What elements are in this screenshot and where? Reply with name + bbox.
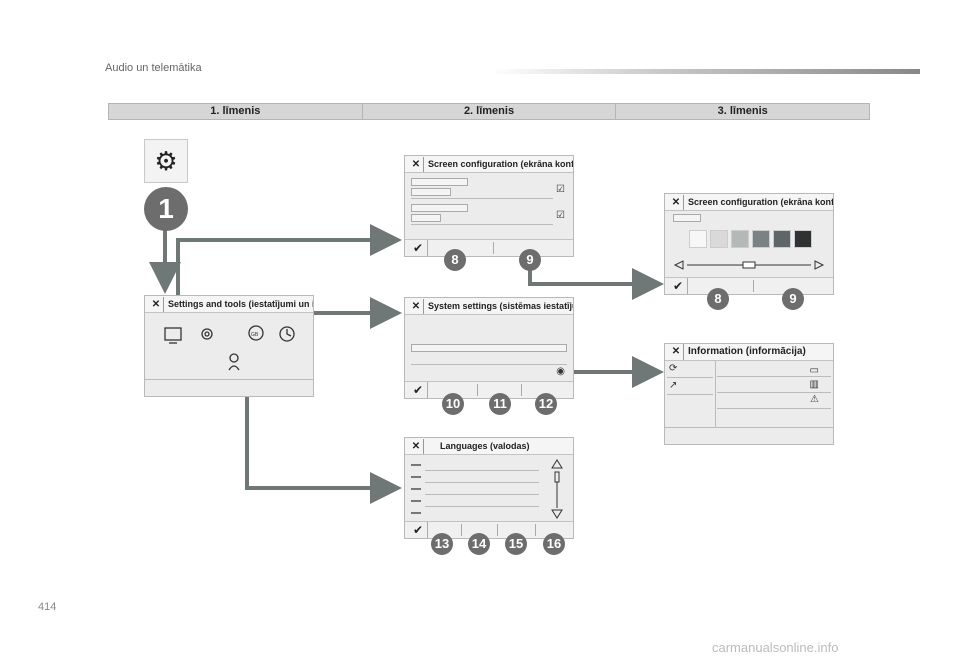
- callout-10: 10: [442, 393, 464, 415]
- system-settings-screen: ✕System settings (sistēmas iestatījumi) …: [404, 297, 574, 399]
- confirm-check-icon[interactable]: ✔: [669, 278, 688, 294]
- eye-icon[interactable]: ◉: [556, 366, 565, 377]
- callout-1: 1: [144, 187, 188, 231]
- callout-14: 14: [468, 533, 490, 555]
- watermark: carmanualsonline.info: [712, 640, 839, 655]
- scrollbar[interactable]: [549, 458, 565, 520]
- scroll-down-icon: [551, 509, 563, 519]
- settings-gear-button[interactable]: ⚙: [144, 139, 188, 183]
- screen-config-l2-titlebar: ✕ Screen configuration (ekrāna konfigurāc…: [405, 156, 573, 173]
- system-settings-titlebar: ✕ System settings (sistēmas iestatījumi): [405, 298, 573, 315]
- languages-titlebar: ✕ Languages (valodas): [405, 438, 573, 455]
- settings-icon: [201, 328, 213, 340]
- level-1-label: 1. līmenis: [109, 104, 363, 119]
- close-icon[interactable]: ✕: [149, 297, 164, 312]
- callout-9-l3: 9: [782, 288, 804, 310]
- language-badge-text: GB: [251, 332, 259, 338]
- close-icon[interactable]: ✕: [409, 299, 424, 314]
- close-icon[interactable]: ✕: [409, 157, 424, 172]
- option-field[interactable]: [411, 204, 468, 212]
- languages-screen: ✕ Languages (valodas) ✔: [404, 437, 574, 539]
- brightness-swatch[interactable]: [752, 230, 770, 248]
- screen-config-l3-title: Screen configuration (ekrāna konfigurāci…: [688, 197, 833, 207]
- header-rule: [490, 69, 920, 74]
- confirm-check-icon[interactable]: ✔: [409, 522, 428, 538]
- settings-tools-title: Settings and tools (iestatījumi un instu…: [168, 299, 313, 309]
- callout-12: 12: [535, 393, 557, 415]
- close-icon[interactable]: ✕: [409, 439, 424, 454]
- callout-9: 9: [519, 249, 541, 271]
- callout-16: 16: [543, 533, 565, 555]
- callout-11: 11: [489, 393, 511, 415]
- info-sidebar: ⟳ ↗: [665, 361, 716, 427]
- edit-checkbox-icon[interactable]: ☑: [556, 184, 565, 195]
- help-icon: [229, 353, 239, 363]
- confirm-check-icon[interactable]: ✔: [409, 382, 428, 398]
- refresh-icon[interactable]: ⟳: [669, 363, 678, 374]
- warning-icon: ⚠: [810, 394, 819, 405]
- scroll-thumb: [554, 471, 560, 483]
- brightness-swatch[interactable]: [710, 230, 728, 248]
- close-icon[interactable]: ✕: [669, 195, 684, 210]
- callout-13: 13: [431, 533, 453, 555]
- information-title: Information (informācija): [688, 346, 806, 357]
- screen-config-l2-title: Screen configuration (ekrāna konfigurāci…: [428, 159, 573, 169]
- screen-config-l2-footer: ✔: [405, 239, 573, 256]
- edit-checkbox-icon[interactable]: ☑: [556, 210, 565, 221]
- information-screen: ✕ Information (informācija) ⟳ ↗ ▭ ▥ ⚠: [664, 343, 834, 445]
- brightness-swatch[interactable]: [689, 230, 707, 248]
- system-settings-title: System settings (sistēmas iestatījumi): [428, 301, 573, 311]
- slider-left-icon: [673, 260, 684, 270]
- screen-config-l3-titlebar: ✕ Screen configuration (ekrāna konfigurāc…: [665, 194, 833, 211]
- settings-tools-titlebar: ✕ Settings and tools (iestatījumi un inst…: [145, 296, 313, 313]
- close-icon[interactable]: ✕: [669, 344, 684, 360]
- callout-15: 15: [505, 533, 527, 555]
- brightness-slider[interactable]: [673, 258, 825, 272]
- page-number: 414: [38, 601, 57, 613]
- option-field[interactable]: [411, 188, 451, 196]
- screen-config-l3: ✕ Screen configuration (ekrāna konfigurāc…: [664, 193, 834, 295]
- languages-title: Languages (valodas): [440, 441, 530, 451]
- level-3-label: 3. līmenis: [717, 105, 768, 117]
- option-field[interactable]: [411, 214, 441, 222]
- gear-icon: ⚙: [154, 146, 178, 176]
- brightness-swatch[interactable]: [773, 230, 791, 248]
- settings-tools-screen: ✕ Settings and tools (iestatījumi un inst…: [144, 295, 314, 397]
- level-header-bar: 1. līmenis 2. līmenis 3. līmenis: [108, 103, 870, 120]
- arrow-to-screen-config-l3: [528, 268, 664, 300]
- callout-8: 8: [444, 249, 466, 271]
- screen-config-l3-footer: ✔: [665, 277, 833, 294]
- screen-config-l2: ✕ Screen configuration (ekrāna konfigurāc…: [404, 155, 574, 257]
- device-icon: ▭: [809, 365, 819, 376]
- option-field[interactable]: [673, 214, 701, 222]
- memory-icon: ▥: [809, 379, 819, 390]
- level-2-label: 2. līmenis: [363, 104, 617, 119]
- language-icon: [248, 325, 264, 341]
- clock-icon: [279, 326, 295, 342]
- chapter-title: Audio un telemātika: [105, 62, 202, 74]
- callout-8-l3: 8: [707, 288, 729, 310]
- brightness-swatch[interactable]: [731, 230, 749, 248]
- brightness-swatch[interactable]: [794, 230, 812, 248]
- forward-arrow-icon[interactable]: ↗: [669, 380, 678, 391]
- option-field[interactable]: [411, 178, 468, 186]
- units-field[interactable]: [411, 344, 567, 352]
- slider-right-icon: [814, 260, 825, 270]
- scroll-up-icon: [551, 459, 563, 469]
- confirm-check-icon[interactable]: ✔: [409, 240, 428, 256]
- slider-thumb: [742, 261, 756, 269]
- information-titlebar: ✕ Information (informācija): [665, 344, 833, 361]
- arrow-to-screen-config: [176, 224, 402, 316]
- display-icon: [164, 327, 182, 341]
- settings-tools-icons: GB: [164, 325, 295, 371]
